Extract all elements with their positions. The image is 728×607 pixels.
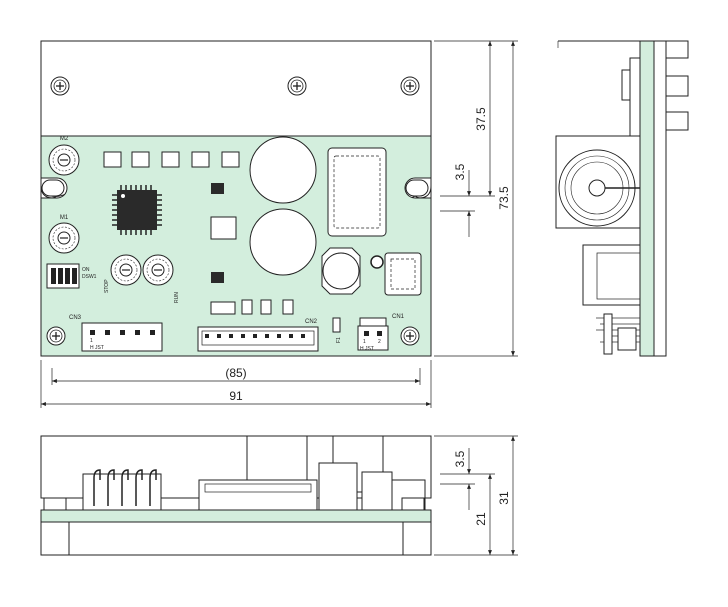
- rotary-switch-icon: [48, 222, 80, 254]
- side-view: [555, 40, 689, 357]
- cn3-jst-label: H JST: [90, 345, 104, 351]
- dip-switch-icon: [46, 263, 80, 289]
- transformer: [327, 147, 387, 237]
- on-label: ON: [82, 267, 90, 273]
- cn3-pin1-label: 1: [90, 338, 93, 344]
- screw-head-icon: [287, 76, 307, 96]
- run-label: RUN: [174, 292, 180, 303]
- dim-37-5: 37.5: [474, 107, 488, 131]
- front-pcb: [40, 509, 432, 523]
- side-plate: [653, 40, 667, 357]
- cn2-connector: [197, 326, 319, 352]
- front-base: [40, 521, 432, 556]
- top-view: M2 M1 STOP RUN ON DSW1: [40, 40, 432, 357]
- rotary-switch-icon: [48, 144, 80, 176]
- rotary-switch-icon: [110, 254, 142, 286]
- right-mount-slot: [405, 179, 429, 197]
- m1-label: M1: [60, 215, 69, 221]
- f1-label: F1: [336, 337, 342, 343]
- screw-head-icon: [400, 76, 420, 96]
- stop-label: STOP: [104, 279, 110, 293]
- cn1-pin1-label: 1: [363, 339, 366, 345]
- dim-21: 21: [474, 512, 488, 526]
- left-mount-slot: [41, 179, 65, 197]
- dim-3-5-bottom: 3.5: [453, 450, 467, 467]
- dim-85: (85): [225, 366, 246, 380]
- dim-31: 31: [497, 491, 511, 505]
- inductor-winding: [322, 252, 360, 290]
- cn1-pin2-label: 2: [378, 339, 381, 345]
- fuse-f1: [332, 317, 341, 333]
- inductor: [321, 247, 361, 295]
- transformer-core: [333, 155, 381, 229]
- soic-chip: [211, 183, 224, 194]
- cn1-block: [384, 252, 422, 296]
- soic-chip: [211, 272, 224, 283]
- cn3-connector: [81, 322, 163, 352]
- top-dimensions: (85) 91 37.5 73.5 3.5: [40, 40, 518, 408]
- cn1-connector: [357, 317, 389, 351]
- dsw1-label: DSW1: [82, 274, 97, 280]
- cn3-label: CN3: [69, 315, 82, 321]
- side-pcb: [639, 40, 655, 357]
- screw-head-icon: [46, 326, 66, 346]
- crystal: [370, 255, 384, 269]
- rotary-switch-icon: [142, 254, 174, 286]
- transistor-row: [210, 299, 294, 315]
- screw-head-icon: [50, 76, 70, 96]
- qfp-chip: [112, 185, 162, 235]
- screw-head-icon: [400, 326, 420, 346]
- front-dimensions: 3.5 21 31: [434, 435, 518, 556]
- cn1-label: CN1: [392, 314, 405, 320]
- dim-3-5-top: 3.5: [453, 163, 467, 180]
- dim-91: 91: [229, 389, 243, 403]
- capacitor: [249, 208, 317, 276]
- cn2-label: CN2: [305, 319, 318, 325]
- cn1-hjst-label: H JST: [360, 346, 374, 352]
- front-view: [40, 435, 432, 556]
- soic-chip: [210, 216, 237, 240]
- side-inductor: [582, 244, 641, 306]
- led-row: [103, 151, 240, 168]
- dim-73-5: 73.5: [497, 186, 511, 210]
- front-cn2: [198, 479, 318, 511]
- capacitor: [249, 136, 317, 204]
- cn1-block-inner: [390, 258, 416, 290]
- m2-label: M2: [60, 136, 69, 142]
